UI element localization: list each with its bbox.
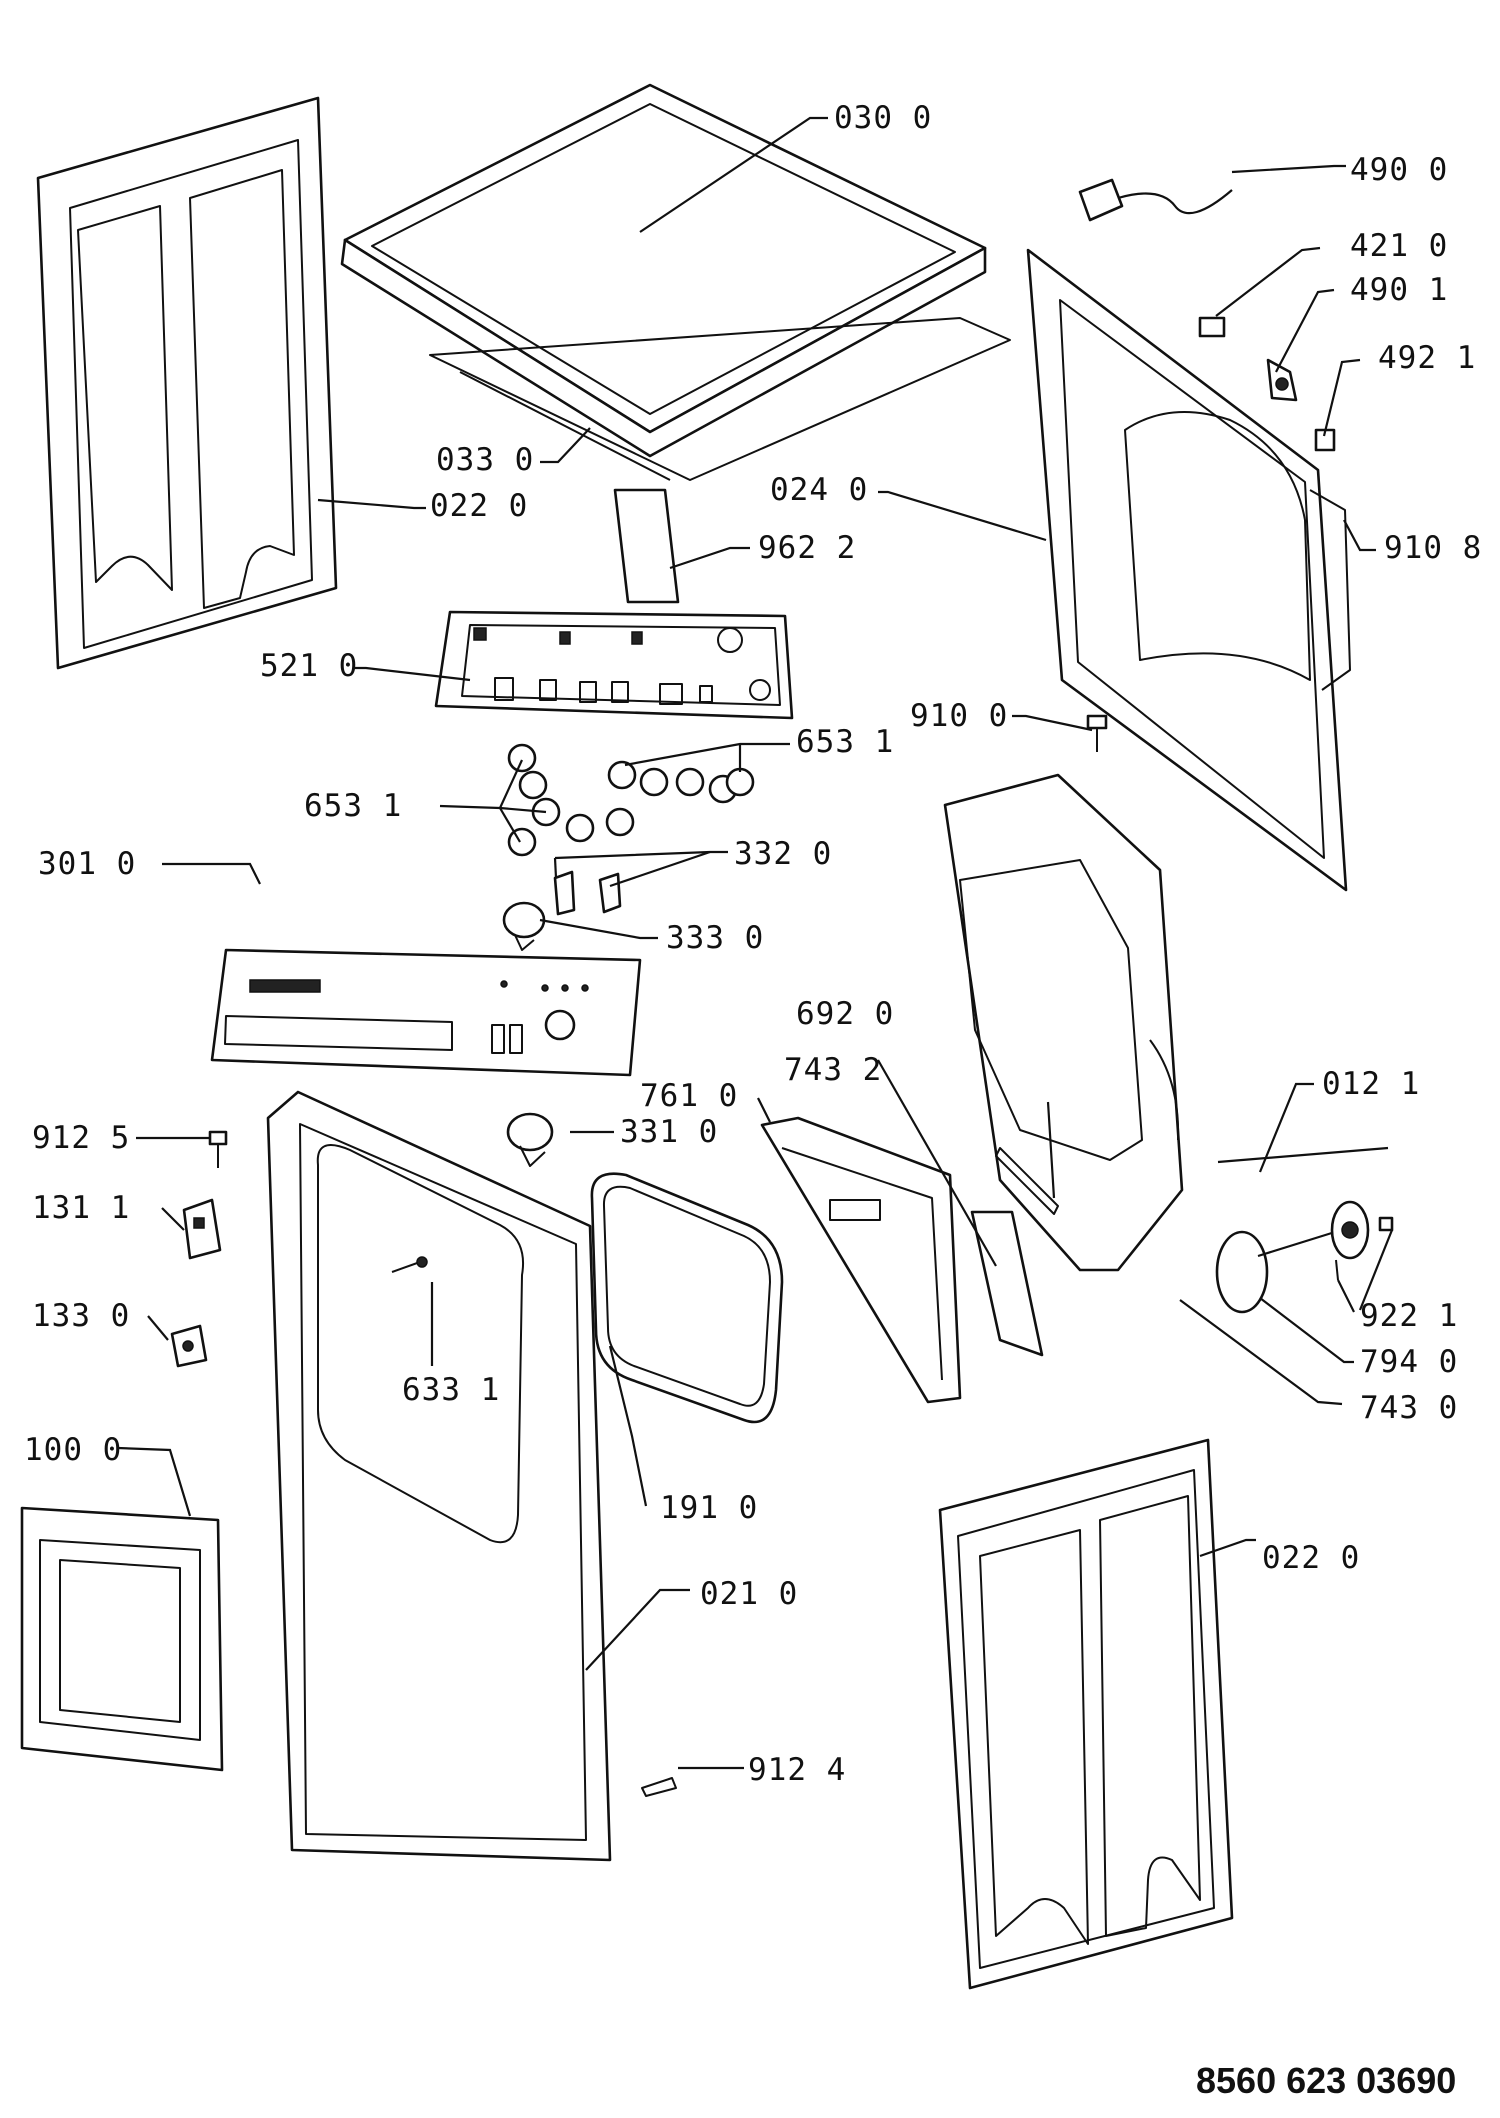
label-962-2: 962 2 [758,530,856,566]
label-922-1: 922 1 [1360,1298,1458,1334]
label-332-0: 332 0 [734,836,832,872]
knob-331 [506,1112,554,1167]
power-plug [1078,178,1233,222]
connector-block [1198,316,1226,338]
door-lock [170,1324,208,1368]
lint-filter [760,1116,962,1404]
label-794-0: 794 0 [1360,1344,1458,1380]
foam-filter [970,1210,1044,1357]
noise-filter [1266,358,1298,402]
front-panel [266,1090,612,1862]
label-131-1: 131 1 [32,1190,130,1226]
label-653-1-right: 653 1 [796,724,894,760]
label-030-0: 030 0 [834,100,932,136]
label-100-0: 100 0 [24,1432,122,1468]
light-guides [553,870,622,916]
leader-lines [117,116,1394,1770]
label-033-0: 033 0 [436,442,534,478]
seal-strip [995,1147,1059,1215]
label-912-4: 912 4 [748,1752,846,1788]
label-492-1: 492 1 [1378,340,1476,376]
control-board [434,610,794,720]
label-910-8: 910 8 [1384,530,1482,566]
seal-ring [1215,1230,1269,1314]
water-drawer [20,1506,224,1772]
label-761-0: 761 0 [640,1078,738,1114]
door-gasket [590,1172,784,1424]
push-buttons-left [507,743,635,857]
label-012-1: 012 1 [1322,1066,1420,1102]
diagram-code: 8560 623 03690 [1196,2060,1457,2101]
label-912-5: 912 5 [32,1120,130,1156]
label-301-0: 301 0 [38,846,136,882]
label-331-0: 331 0 [620,1114,718,1150]
insulation-sheet [613,488,680,604]
screw-rear [1086,714,1108,752]
drive-group [1257,1200,1370,1260]
label-653-1-left: 653 1 [304,788,402,824]
side-panel-left [36,96,338,670]
label-910-0: 910 0 [910,698,1008,734]
label-521-0: 521 0 [260,648,358,684]
callout-labels: 030 0 490 0 421 0 490 1 492 1 033 0 022 … [24,100,1482,1788]
label-743-0: 743 0 [1360,1390,1458,1426]
label-024-0: 024 0 [770,472,868,508]
label-692-0: 692 0 [796,996,894,1032]
label-022-0-right: 022 0 [1262,1540,1360,1576]
screw-front [208,1130,228,1168]
knob-333 [502,901,546,951]
label-022-0-left: 022 0 [430,488,528,524]
hinge-pin [391,1256,428,1273]
push-buttons-right [607,760,755,804]
top-cover [340,83,1011,481]
label-743-2: 743 2 [784,1052,882,1088]
label-191-0: 191 0 [660,1490,758,1526]
door-switch [182,1198,222,1260]
label-490-1: 490 1 [1350,272,1448,308]
side-panel-right [938,1438,1234,1990]
rear-panel [1026,248,1351,892]
control-fascia [210,948,642,1077]
label-021-0: 021 0 [700,1576,798,1612]
label-133-0: 133 0 [32,1298,130,1334]
screw-bottom [641,1777,677,1797]
label-490-0: 490 0 [1350,152,1448,188]
label-421-0: 421 0 [1350,228,1448,264]
label-633-1: 633 1 [402,1372,500,1408]
hinge-screw [1335,1216,1394,1281]
label-333-0: 333 0 [666,920,764,956]
drum-housing [943,773,1184,1272]
